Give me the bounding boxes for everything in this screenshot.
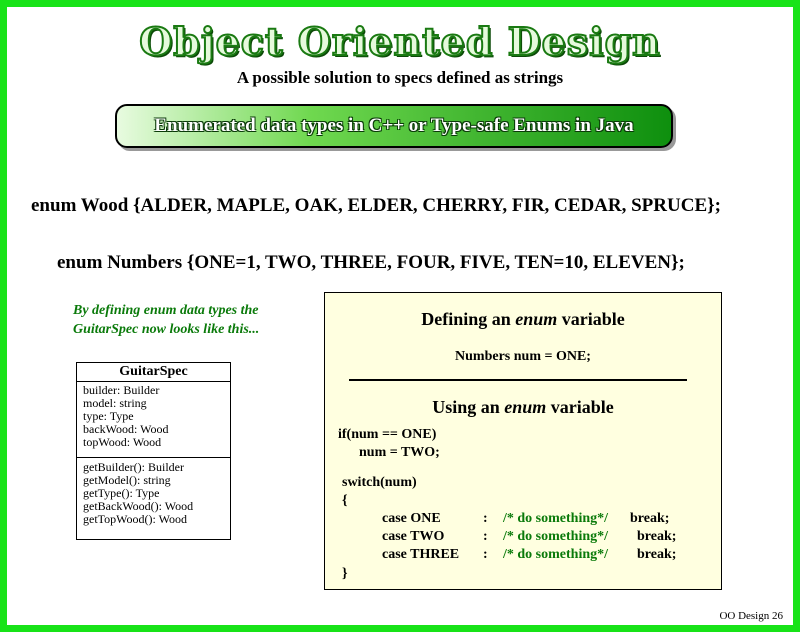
uml-attribute: topWood: Wood (83, 435, 162, 449)
code-comment: /* do something*/ (503, 511, 609, 526)
uml-attribute: backWood: Wood (83, 422, 169, 436)
defining-enum-heading: Defining an enum variable (421, 309, 625, 329)
enum-numbers-declaration: enum Numbers {ONE=1, TWO, THREE, FOUR, F… (57, 252, 685, 273)
banner-text: Enumerated data types in C++ or Type-saf… (154, 115, 634, 136)
enum-variable-declaration: Numbers num = ONE; (455, 349, 591, 364)
code-open-brace: { (342, 493, 348, 508)
enum-wood-declaration: enum Wood {ALDER, MAPLE, OAK, ELDER, CHE… (31, 195, 721, 216)
uml-attribute: builder: Builder (83, 383, 160, 397)
uml-operation: getBuilder(): Builder (83, 460, 184, 474)
uml-operation: getTopWood(): Wood (83, 512, 187, 526)
uml-operations: getBuilder(): Builder getModel(): string… (77, 458, 230, 529)
slide-title: Object Oriented Design (138, 18, 661, 65)
uml-operation: getType(): Type (83, 486, 160, 500)
uml-attribute: type: Type (83, 409, 134, 423)
uml-operation: getModel(): string (83, 473, 171, 487)
using-enum-heading: Using an enum variable (432, 397, 614, 417)
banner: Enumerated data types in C++ or Type-saf… (115, 104, 673, 148)
code-assign-line: num = TWO; (359, 445, 440, 460)
code-comment: /* do something*/ (503, 529, 609, 544)
uml-attribute: model: string (83, 396, 147, 410)
uml-operation: getBackWood(): Wood (83, 499, 194, 513)
note-text: By defining enum data types the GuitarSp… (73, 303, 260, 337)
uml-attributes: builder: Builder model: string type: Typ… (77, 382, 230, 458)
code-if-line: if(num == ONE) (338, 427, 437, 442)
slide-subtitle: A possible solution to specs defined as … (236, 68, 564, 87)
page-number: OO Design 26 (719, 610, 783, 622)
code-comment: /* do something*/ (503, 547, 609, 562)
divider-line (349, 379, 687, 381)
code-panel: Defining an enum variable Numbers num = … (324, 292, 722, 590)
uml-class-guitarspec: GuitarSpec builder: Builder model: strin… (76, 362, 231, 540)
uml-class-name: GuitarSpec (77, 363, 230, 382)
code-switch-line: switch(num) (342, 475, 417, 490)
code-close-brace: } (342, 566, 348, 581)
